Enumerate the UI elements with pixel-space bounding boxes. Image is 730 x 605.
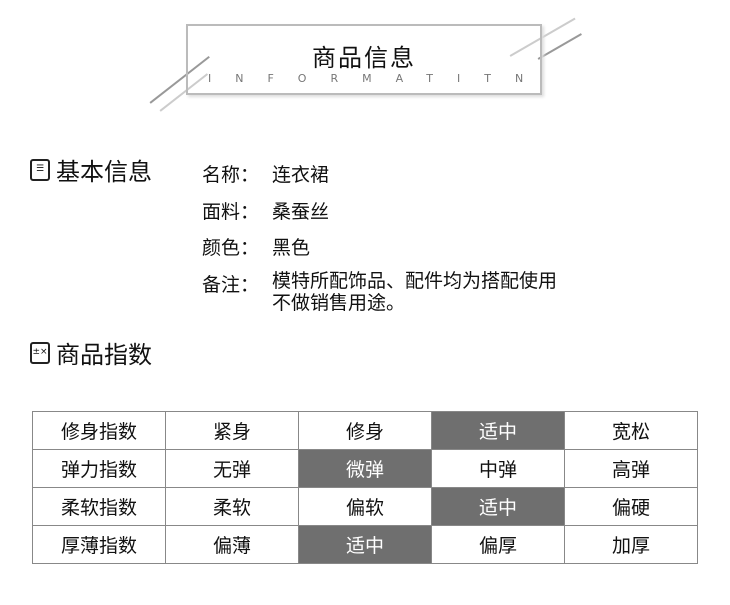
info-label: 备注：: [202, 274, 260, 296]
info-row: 备注： 模特所配饰品、配件均为搭配使用不做销售用途。: [202, 270, 557, 314]
info-value-line2: 不做销售用途。: [272, 292, 406, 314]
index-cell: 柔软: [165, 487, 299, 526]
info-row: 面料： 桑蚕丝: [202, 197, 329, 224]
header-subtitle: INFORMATITN: [208, 72, 548, 85]
index-cell: 偏软: [298, 487, 432, 526]
info-value: 模特所配饰品、配件均为搭配使用: [272, 270, 558, 292]
index-cell-selected: 微弹: [298, 449, 432, 488]
index-title: 商品指数: [56, 341, 152, 369]
index-cell: 修身: [298, 411, 432, 450]
index-label-cell: 弹力指数: [32, 449, 166, 488]
decor-line: [537, 33, 582, 60]
info-label: 名称：: [202, 164, 260, 186]
basic-info-heading: ☰ 基本信息: [30, 152, 152, 187]
index-label-cell: 厚薄指数: [32, 525, 166, 564]
index-cell: 加厚: [564, 525, 698, 564]
table-row: 柔软指数柔软偏软适中偏硬: [32, 487, 698, 526]
table-row: 弹力指数无弹微弹中弹高弹: [32, 449, 698, 488]
header-banner: 商品信息 INFORMATITN: [186, 24, 542, 95]
info-label: 颜色：: [202, 237, 260, 259]
index-label-cell: 修身指数: [32, 411, 166, 450]
index-cell-selected: 适中: [298, 525, 432, 564]
table-row: 厚薄指数偏薄适中偏厚加厚: [32, 525, 698, 564]
index-cell: 中弹: [431, 449, 565, 488]
basic-info-title: 基本信息: [56, 158, 152, 186]
info-label: 面料：: [202, 201, 260, 223]
index-cell-selected: 适中: [431, 487, 565, 526]
index-cell: 紧身: [165, 411, 299, 450]
index-cell: 偏厚: [431, 525, 565, 564]
info-row: 名称： 连衣裙: [202, 160, 329, 187]
index-cell: 高弹: [564, 449, 698, 488]
clipboard-icon: ☰: [30, 158, 50, 181]
index-cell: 偏硬: [564, 487, 698, 526]
index-cell: 宽松: [564, 411, 698, 450]
info-value: 连衣裙: [272, 164, 330, 186]
info-value: 黑色: [272, 237, 311, 259]
calculator-icon: ±×: [30, 341, 50, 364]
info-row: 颜色： 黑色: [202, 233, 310, 260]
index-label-cell: 柔软指数: [32, 487, 166, 526]
index-cell-selected: 适中: [431, 411, 565, 450]
index-cell: 无弹: [165, 449, 299, 488]
info-value: 桑蚕丝: [272, 201, 330, 223]
index-cell: 偏薄: [165, 525, 299, 564]
index-table: 修身指数紧身修身适中宽松弹力指数无弹微弹中弹高弹柔软指数柔软偏软适中偏硬厚薄指数…: [32, 411, 698, 564]
table-row: 修身指数紧身修身适中宽松: [32, 411, 698, 450]
header-title: 商品信息: [312, 44, 416, 72]
index-heading: ±× 商品指数: [30, 335, 152, 370]
